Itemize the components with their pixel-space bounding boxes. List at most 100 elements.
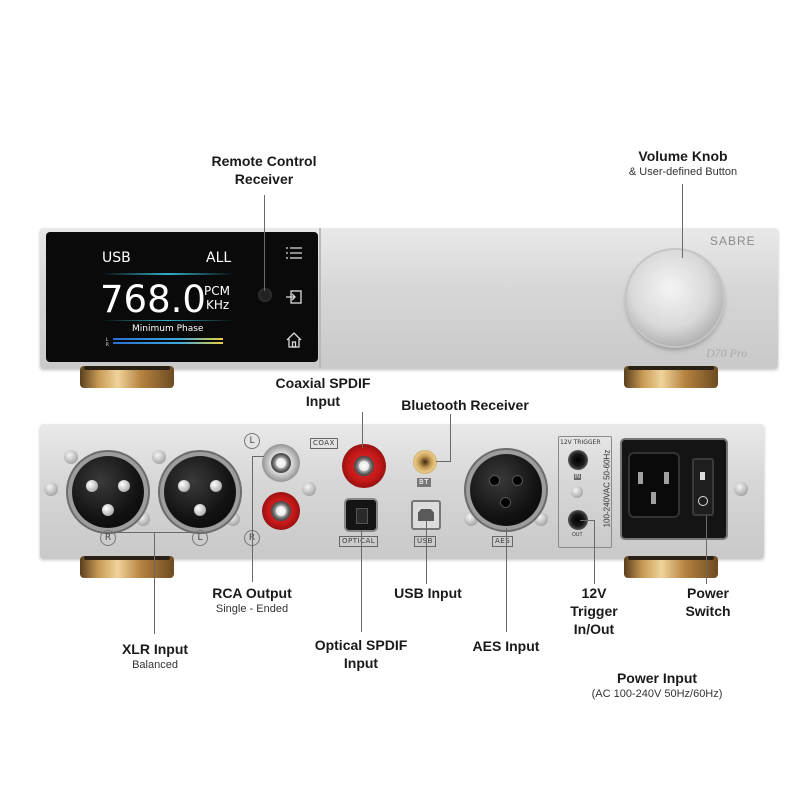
screw-icon	[152, 450, 166, 464]
input-select-icon[interactable]	[286, 290, 302, 304]
screw-icon	[136, 512, 150, 526]
leader-remote	[264, 195, 265, 291]
leader-volume	[682, 184, 683, 258]
leader-xlr	[154, 532, 155, 634]
trigger-label: 12V TRIGGER	[560, 439, 601, 446]
level-meter-right	[113, 342, 223, 344]
level-meter-left	[113, 338, 223, 340]
front-foot-right	[624, 366, 718, 388]
trigger-out-jack[interactable]	[568, 510, 588, 530]
power-input-socket[interactable]	[628, 452, 680, 518]
callout-power-switch-title: Power Switch	[685, 585, 731, 619]
rca-output-right[interactable]	[262, 492, 300, 530]
display-mode: ALL	[206, 250, 232, 266]
display-highlight-bar-2	[102, 320, 234, 321]
xlr-left-tag: L	[192, 530, 208, 546]
callout-coaxial-title: Coaxial SPDIF Input	[275, 375, 371, 409]
callout-power-switch: Power Switch	[676, 584, 740, 620]
screw-icon	[64, 450, 78, 464]
callout-trigger: 12V Trigger In/Out	[558, 584, 630, 638]
callout-rca-output-title: RCA Output	[212, 585, 292, 601]
display-channel-right: R	[106, 342, 109, 347]
callout-xlr-input-title: XLR Input	[121, 641, 189, 657]
callout-aes-input: AES Input	[460, 637, 552, 655]
leader-rca-h	[252, 456, 264, 457]
xlr-right-tag: R	[100, 530, 116, 546]
aes-label: AES	[492, 536, 514, 547]
callout-trigger-title: 12V Trigger In/Out	[570, 585, 618, 637]
trigger-out-label: OUT	[572, 532, 583, 538]
leader-power-switch	[706, 516, 707, 584]
leader-xlr-h	[108, 532, 200, 533]
display-highlight-bar	[102, 273, 234, 275]
leader-bluetooth-h	[436, 461, 451, 462]
display-filter: Minimum Phase	[132, 324, 204, 334]
screw-icon	[534, 512, 548, 526]
front-panel-divider	[319, 228, 321, 368]
leader-rca	[252, 456, 253, 582]
usb-label: USB	[414, 536, 436, 547]
callout-power-input: Power Input (AC 100-240V 50Hz/60Hz)	[574, 669, 740, 701]
callout-volume-knob-sub: & User-defined Button	[628, 166, 738, 178]
front-foot-left	[80, 366, 174, 388]
screw-icon	[302, 482, 316, 496]
optical-spdif-input[interactable]	[346, 500, 376, 530]
model-logo: D70 Pro	[706, 346, 748, 360]
callout-bluetooth-title: Bluetooth Receiver	[401, 397, 529, 413]
screw-icon	[571, 486, 583, 498]
display-unit: KHz	[206, 298, 230, 312]
home-icon[interactable]	[286, 332, 302, 348]
bluetooth-antenna-connector[interactable]	[413, 450, 437, 474]
callout-rca-output-sub: Single - Ended	[215, 603, 289, 615]
callout-optical: Optical SPDIF Input	[306, 636, 416, 672]
brand-logo: SABRE	[710, 234, 756, 248]
coax-label: COAX	[310, 438, 338, 449]
callout-xlr-input: XLR Input Balanced	[102, 640, 208, 672]
display-sample-rate: 768.0	[100, 278, 206, 321]
leader-usb	[426, 520, 427, 584]
leader-optical	[361, 530, 362, 632]
front-display[interactable]: USB ALL 768.0 PCM KHz Minimum Phase L R	[46, 232, 318, 362]
leader-coax	[362, 412, 363, 448]
callout-volume-knob-title: Volume Knob	[638, 148, 728, 164]
screw-icon	[44, 482, 58, 496]
callout-volume-knob: Volume Knob & User-defined Button	[610, 147, 756, 179]
aes-input[interactable]	[470, 454, 542, 526]
leader-aes	[506, 528, 507, 632]
volume-knob[interactable]	[627, 250, 723, 346]
callout-usb-input: USB Input	[380, 584, 476, 602]
xlr-input-left[interactable]	[164, 456, 236, 528]
trigger-in-jack[interactable]	[568, 450, 588, 470]
callout-rca-output: RCA Output Single - Ended	[196, 584, 308, 616]
xlr-input-right[interactable]	[72, 456, 144, 528]
callout-coaxial: Coaxial SPDIF Input	[268, 374, 378, 410]
menu-icon[interactable]	[286, 246, 302, 260]
callout-remote-receiver-title: Remote Control Receiver	[211, 153, 317, 187]
screw-icon	[226, 512, 240, 526]
display-channel-left: L	[106, 337, 109, 342]
display-format: PCM	[204, 284, 230, 298]
screw-icon	[734, 482, 748, 496]
power-rating-label: 100-240VAC 50-60Hz	[602, 449, 612, 528]
callout-usb-input-title: USB Input	[394, 585, 462, 601]
callout-power-input-sub: (AC 100-240V 50Hz/60Hz)	[591, 688, 723, 700]
bt-label: BT	[417, 478, 432, 487]
rear-foot-right	[624, 556, 718, 578]
callout-bluetooth: Bluetooth Receiver	[390, 396, 540, 414]
callout-remote-receiver: Remote Control Receiver	[194, 152, 334, 188]
display-input: USB	[102, 250, 131, 266]
rca-left-tag: L	[244, 433, 260, 449]
power-switch[interactable]	[692, 458, 714, 516]
rca-output-left[interactable]	[262, 444, 300, 482]
leader-trigger-h	[580, 520, 595, 521]
rear-foot-left	[80, 556, 174, 578]
trigger-panel	[558, 436, 612, 548]
ir-receiver-dot	[258, 288, 272, 302]
trigger-in-label: IN	[574, 474, 581, 480]
leader-bluetooth	[450, 414, 451, 462]
callout-xlr-input-sub: Balanced	[132, 659, 178, 671]
callout-power-input-title: Power Input	[616, 670, 698, 686]
coaxial-spdif-input[interactable]	[342, 444, 386, 488]
leader-trigger	[594, 520, 595, 584]
screw-icon	[464, 512, 478, 526]
